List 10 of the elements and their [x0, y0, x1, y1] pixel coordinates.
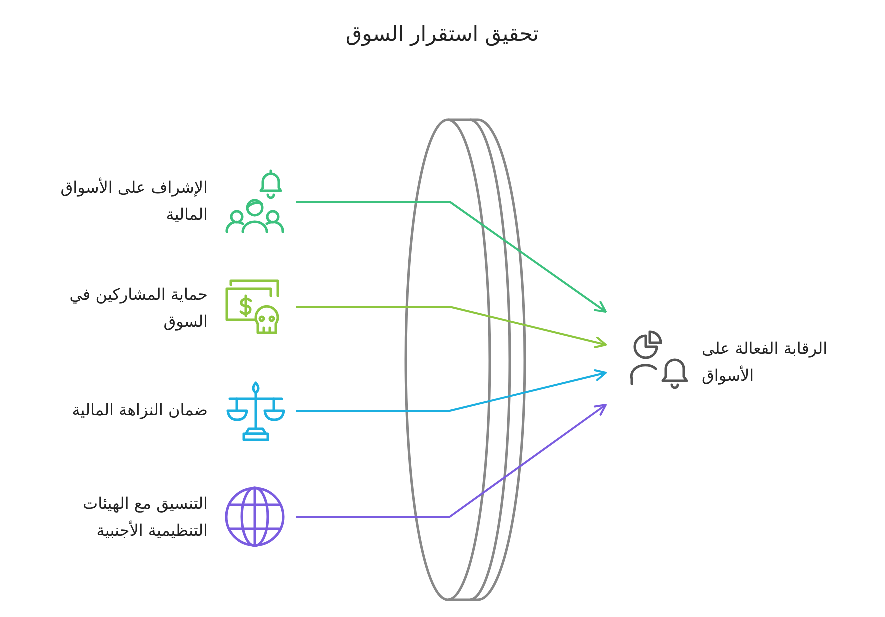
node-label: حماية المشاركين في السوق: [68, 284, 208, 333]
diagram-title: تحقيق استقرار السوق: [346, 22, 540, 46]
node-label: الرقابة الفعالة على الأسواق: [702, 338, 829, 387]
node-label: التنسيق مع الهيئات التنظيمية الأجنبية: [82, 493, 208, 542]
arrow: [296, 201, 607, 313]
node-label: ضمان النزاهة المالية: [72, 400, 208, 422]
node-label: الإشراف على الأسواق المالية: [60, 176, 208, 226]
arrow: [296, 370, 607, 412]
arrow: [296, 306, 607, 348]
arrow: [296, 404, 607, 518]
